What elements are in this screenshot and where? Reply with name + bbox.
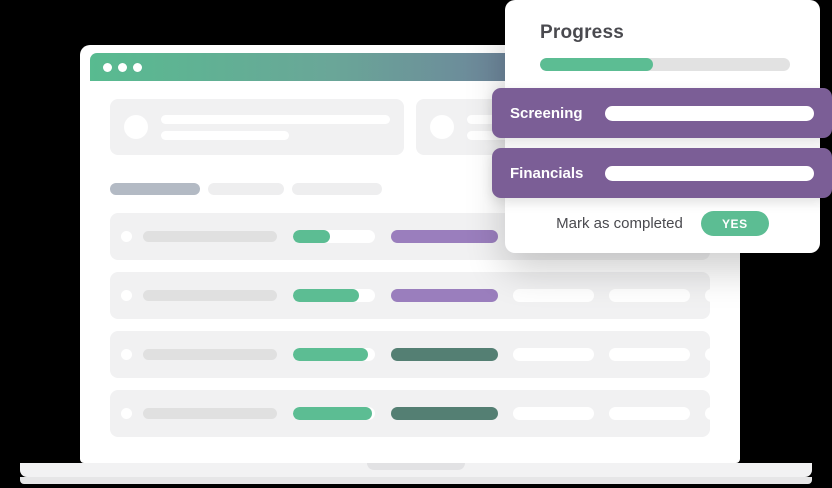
summary-card[interactable] <box>110 99 404 155</box>
table-row[interactable] <box>110 272 718 319</box>
row-progress-fill <box>293 407 372 420</box>
close-dot-icon[interactable] <box>103 63 112 72</box>
mark-as-completed-label: Mark as completed <box>556 215 683 232</box>
table-row[interactable] <box>110 331 718 378</box>
filter-pill[interactable] <box>292 183 382 195</box>
row-select-dot[interactable] <box>121 408 132 419</box>
row-status-tag <box>391 407 498 420</box>
page-title: Progress <box>540 22 624 43</box>
filter-pill-active[interactable] <box>110 183 200 195</box>
row-progress-fill <box>293 230 330 243</box>
stage-progress-bar <box>605 105 814 121</box>
laptop-base <box>20 463 812 477</box>
summary-card-lines <box>161 114 390 140</box>
mark-as-completed-toggle[interactable]: YES <box>700 211 769 236</box>
row-status-tag <box>391 348 498 361</box>
progress-card: Progress Screening Financials Mark as co… <box>492 0 832 253</box>
skeleton-line-subtitle <box>161 130 290 140</box>
avatar <box>124 115 148 139</box>
row-name-placeholder <box>143 290 277 301</box>
row-select-dot[interactable] <box>121 231 132 242</box>
overall-progress-bar <box>540 58 790 71</box>
minimize-dot-icon[interactable] <box>118 63 127 72</box>
table-row[interactable] <box>110 390 718 437</box>
skeleton-line-title <box>161 114 390 124</box>
stage-row-financials[interactable]: Financials <box>492 148 832 198</box>
row-progress-fill <box>293 289 359 302</box>
avatar <box>430 115 454 139</box>
stage-label: Financials <box>510 164 584 182</box>
stage-row-screening[interactable]: Screening <box>492 88 832 138</box>
row-progress-fill <box>293 348 369 361</box>
row-progress-bar <box>293 289 375 302</box>
filter-pills <box>110 183 710 195</box>
row-name-placeholder <box>143 408 277 419</box>
row-progress-bar <box>293 407 375 420</box>
row-name-placeholder <box>143 349 277 360</box>
overall-progress-fill <box>540 58 653 71</box>
stage-progress-bar <box>605 165 814 181</box>
row-cell-placeholder <box>513 407 594 420</box>
maximize-dot-icon[interactable] <box>133 63 142 72</box>
row-status-tag <box>391 230 498 243</box>
laptop-base-lip <box>20 477 812 484</box>
row-cell-placeholder <box>609 407 690 420</box>
row-progress-bar <box>293 230 375 243</box>
row-select-dot[interactable] <box>121 349 132 360</box>
filter-pill[interactable] <box>208 183 284 195</box>
mark-as-completed-row: Mark as completed YES <box>505 211 820 236</box>
row-cell-placeholder <box>609 348 690 361</box>
row-action-dot[interactable] <box>705 289 718 302</box>
row-cell-placeholder <box>513 289 594 302</box>
row-action-dot[interactable] <box>705 407 718 420</box>
row-status-tag <box>391 289 498 302</box>
row-cell-placeholder <box>609 289 690 302</box>
row-name-placeholder <box>143 231 277 242</box>
row-action-dot[interactable] <box>705 348 718 361</box>
row-select-dot[interactable] <box>121 290 132 301</box>
row-progress-bar <box>293 348 375 361</box>
row-cell-placeholder <box>513 348 594 361</box>
laptop-base-notch <box>367 463 465 470</box>
stage-label: Screening <box>510 104 583 122</box>
